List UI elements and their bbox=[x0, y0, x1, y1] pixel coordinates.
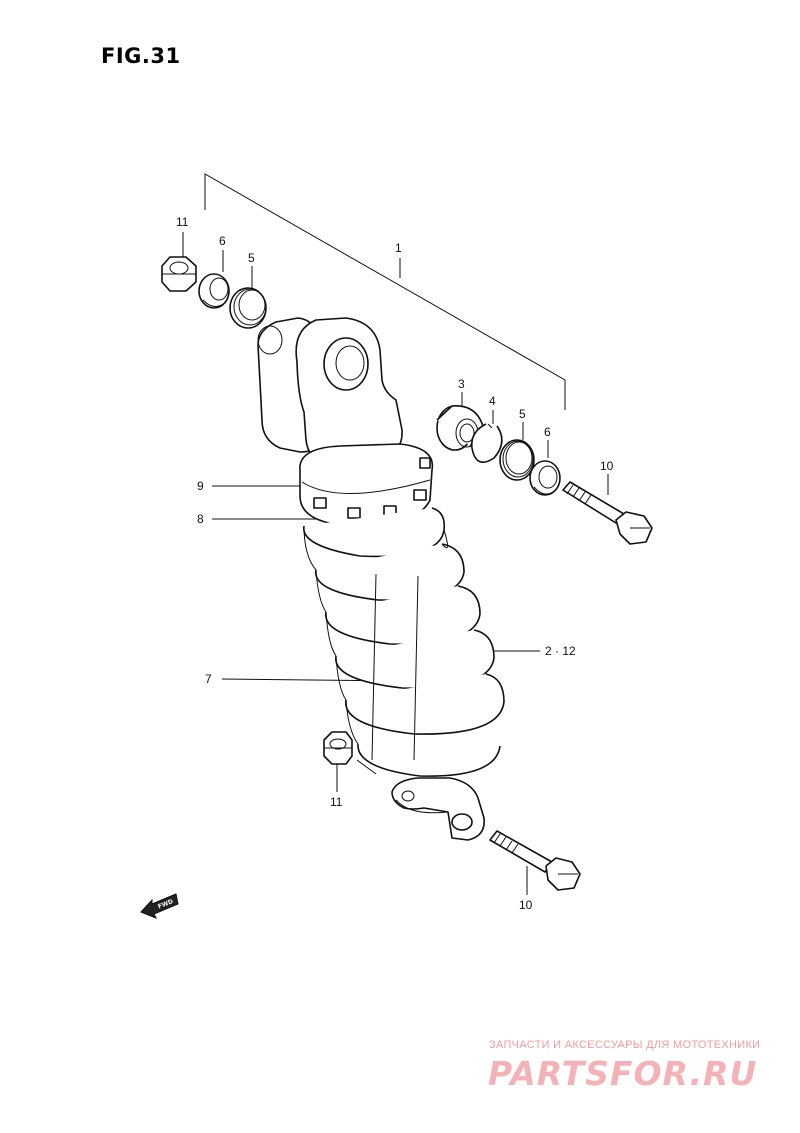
nut-bottom bbox=[323, 731, 353, 765]
callout-1: 1 bbox=[395, 241, 402, 255]
callout-5-top: 5 bbox=[248, 251, 255, 265]
fwd-arrow-icon: FWD bbox=[140, 893, 179, 919]
nut-top-left bbox=[161, 256, 197, 292]
nut-bottom-axis bbox=[356, 759, 377, 775]
callout-3: 3 bbox=[458, 377, 465, 391]
circlip-right bbox=[470, 423, 503, 464]
bolt-right bbox=[562, 481, 653, 545]
callout-10-right: 10 bbox=[600, 459, 614, 473]
callout-7: 7 bbox=[205, 672, 212, 686]
callout-9: 9 bbox=[197, 479, 204, 493]
callout-11-bottom: 11 bbox=[330, 795, 343, 809]
seal-top-left bbox=[229, 287, 267, 329]
seal-right bbox=[499, 439, 535, 481]
shock-absorber bbox=[257, 317, 505, 841]
callout-labels: 1 11 6 5 3 4 5 6 10 9 8 2 · 12 7 11 10 bbox=[176, 215, 614, 912]
figure-title: FIG.31 bbox=[101, 44, 181, 68]
callout-11-top: 11 bbox=[176, 215, 189, 229]
callout-5-right: 5 bbox=[519, 407, 526, 421]
watermark-caption: ЗАПЧАСТИ И АКСЕССУАРЫ ДЛЯ МОТОТЕХНИКИ bbox=[489, 1039, 761, 1051]
callout-8: 8 bbox=[197, 512, 204, 526]
assembly-bracket bbox=[204, 173, 566, 410]
bolt-bottom bbox=[489, 830, 581, 891]
callout-10-bottom: 10 bbox=[519, 898, 533, 912]
callout-2-12: 2 · 12 bbox=[545, 644, 576, 658]
watermark-logo: PARTSFOR.RU bbox=[488, 1054, 758, 1093]
callout-6-right: 6 bbox=[544, 425, 551, 439]
callout-4: 4 bbox=[489, 394, 496, 408]
bearing-right bbox=[436, 405, 485, 451]
collar-top-left bbox=[198, 273, 230, 309]
collar-right bbox=[529, 460, 561, 496]
callout-6-top: 6 bbox=[219, 234, 226, 248]
